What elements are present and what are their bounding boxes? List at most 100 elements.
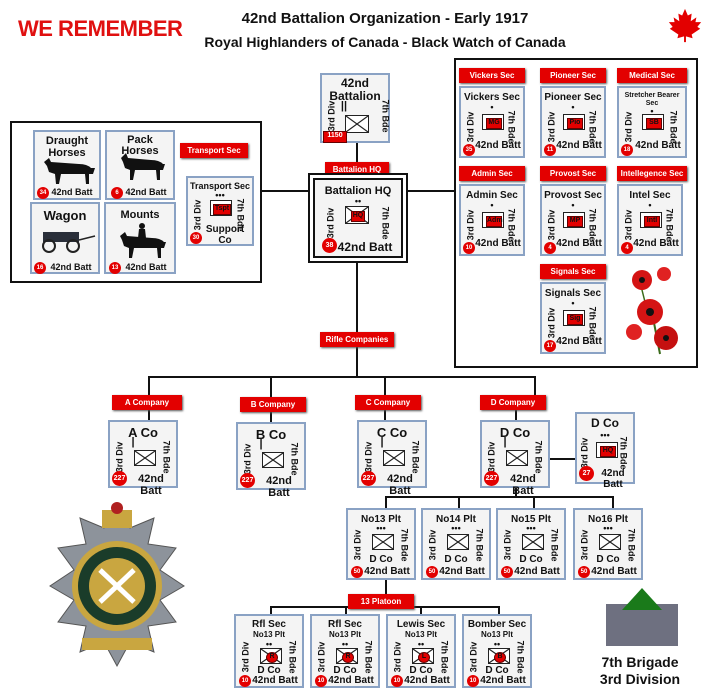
echelon-marker: • <box>571 298 575 308</box>
draught-horses-card[interactable]: Draught Horses 34 42nd Batt <box>33 130 101 200</box>
echelon-marker: •• <box>417 639 425 649</box>
unit-name: Pioneer Sec <box>544 92 602 103</box>
unit-name: Rfl Sec <box>328 619 362 630</box>
wagon-card[interactable]: Wagon 16 42nd Batt <box>30 202 100 274</box>
echelon-marker: •• <box>265 639 273 649</box>
medical-sec-label: Medical Sec <box>617 68 687 83</box>
brigade-label: 7th Bde <box>587 208 598 242</box>
batt-label: 42nd Batt <box>439 566 485 577</box>
count-badge: 50 <box>351 566 363 578</box>
strength-badge: 227 <box>240 473 255 488</box>
mounts-card[interactable]: Mounts 13 42nd Batt <box>104 202 176 274</box>
b-company-label: B Company <box>240 397 306 412</box>
brigade-label: 7th Bde <box>161 440 172 474</box>
unit-name: Transport Sec <box>189 181 251 191</box>
count-badge: 10 <box>463 242 475 254</box>
batt-label: 42nd Batt <box>404 675 450 686</box>
d-company-label: D Company <box>480 395 546 410</box>
batt-label: 42nd Batt <box>556 336 602 347</box>
unit-name: Bomber Sec <box>467 619 527 630</box>
echelon-marker: ••• <box>603 523 613 533</box>
platoon-name: No13 Plt <box>404 630 437 639</box>
platoon-name: No13 Plt <box>252 630 285 639</box>
echelon-marker: •• <box>341 639 349 649</box>
division-label: 3rd Div <box>114 441 125 473</box>
unit-name: Signals Sec <box>544 288 602 299</box>
brigade-label: 7th Bde <box>410 440 421 474</box>
count-badge: 30 <box>190 232 202 244</box>
count-badge: 35 <box>463 144 475 156</box>
echelon-marker: | <box>503 436 507 448</box>
draught-horse-icon <box>44 158 95 184</box>
section-symbol: Pio <box>563 114 585 130</box>
brigade-label-footer: 7th Brigade <box>601 654 679 670</box>
division-label: 3rd Div <box>546 111 557 143</box>
unit-name: D Co <box>499 425 531 440</box>
unit-sub: D Co <box>485 665 509 676</box>
echelon-marker: ••• <box>526 523 536 533</box>
provost-sec-label: Provost Sec <box>540 166 606 181</box>
unit-name: No13 Plt <box>360 514 401 525</box>
batt-label: 42nd Batt <box>510 473 536 497</box>
maple-leaf-icon <box>668 8 702 43</box>
platoon-13-label: 13 Platoon <box>348 594 414 609</box>
pack-horses-title: Pack Horses <box>121 134 159 157</box>
batt-label: 42nd Batt <box>252 675 298 686</box>
pack-horses-card[interactable]: Pack Horses 6 42nd Batt <box>105 130 175 200</box>
battalion-unit[interactable]: 42nd Battalion || 3rd Div 7th Bde 1150 <box>320 73 391 143</box>
squad-symbol: L <box>412 648 434 664</box>
transport-sec-label: Transport Sec <box>180 143 248 158</box>
echelon-marker: || <box>340 100 348 112</box>
count-badge: 13 <box>109 262 121 274</box>
section-symbol: MP <box>563 212 585 228</box>
transport-sec-unit[interactable]: Transport Sec ••• 3rd Div 7th Bde Tspt S… <box>186 176 254 246</box>
echelon-marker: ••• <box>376 523 386 533</box>
unit-sub: D Co <box>409 665 433 676</box>
echelon-marker: • <box>650 106 654 116</box>
infantry-symbol <box>372 534 394 550</box>
echelon-marker: • <box>648 200 652 210</box>
infantry-symbol <box>522 534 544 550</box>
brigade-label: 7th Bde <box>506 110 517 144</box>
brigade-label: 7th Bde <box>533 440 544 474</box>
platoon-name: No13 Plt <box>480 630 513 639</box>
unit-name: Lewis Sec <box>396 619 446 630</box>
brigade-label: 7th Bde <box>664 208 675 242</box>
strength-badge: 227 <box>484 471 499 486</box>
count-badge: 10 <box>391 675 403 687</box>
d-co-hq-unit[interactable]: D Co ••• 3rd Div 7th Bde HQ 27 42nd Batt <box>575 412 635 490</box>
infantry-symbol <box>447 534 469 550</box>
infantry-symbol <box>262 452 284 468</box>
count-badge: 11 <box>544 144 556 156</box>
count-badge: 18 <box>621 144 633 156</box>
count-badge: 50 <box>501 566 513 578</box>
echelon-marker: • <box>490 200 494 210</box>
battalion-hq-unit[interactable]: Battalion HQ •• 3rd Div 7th Bde HQ 38 42… <box>313 178 403 258</box>
section-symbol: Sig <box>563 310 585 326</box>
batt-label: 42nd Batt <box>556 140 602 151</box>
division-label: 3rd Div <box>623 111 634 143</box>
echelon-marker: ••• <box>600 430 610 440</box>
poppy-flowers-image <box>626 267 678 355</box>
battalion-name-1: 42nd <box>340 76 369 90</box>
unit-sub: D Co <box>257 665 281 676</box>
